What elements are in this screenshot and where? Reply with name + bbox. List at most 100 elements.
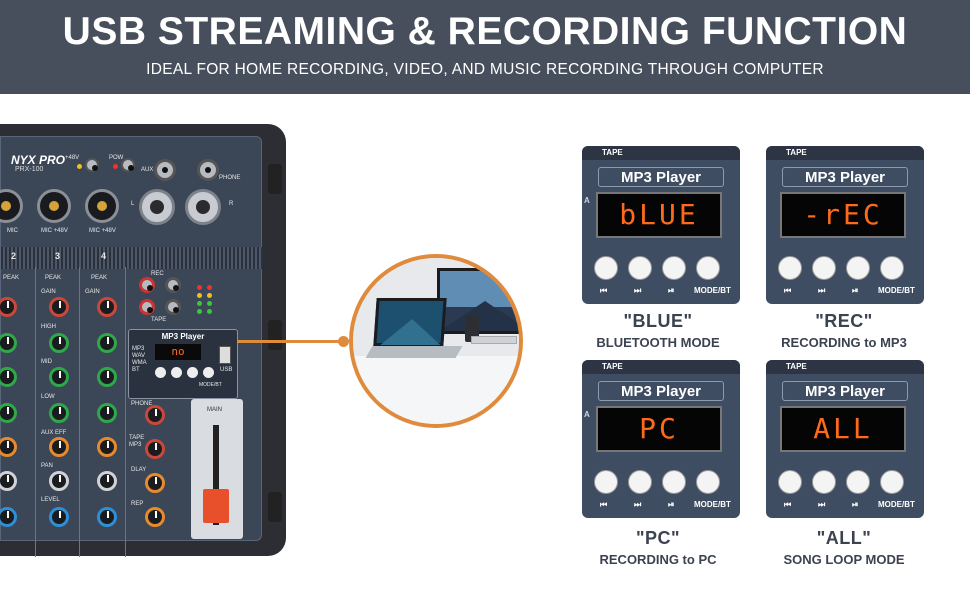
play-pause-button[interactable] bbox=[846, 470, 870, 494]
eq-low-knob[interactable] bbox=[49, 403, 69, 423]
dlay-label: DLAY bbox=[131, 467, 147, 473]
mic48-label-4: MIC +48V bbox=[89, 228, 116, 234]
next-button[interactable] bbox=[628, 256, 652, 280]
prev-button[interactable] bbox=[778, 256, 802, 280]
gain-knob[interactable] bbox=[0, 297, 17, 317]
tape-jack-right[interactable] bbox=[165, 299, 181, 315]
next-icon: ⏭ bbox=[634, 500, 642, 509]
module-tape-label: TAPE bbox=[602, 362, 623, 371]
eq-low-knob[interactable] bbox=[0, 403, 17, 423]
rep-label: REP bbox=[131, 501, 144, 507]
eq-mid-knob[interactable] bbox=[49, 367, 69, 387]
mode-bt-button[interactable] bbox=[880, 470, 904, 494]
module-display-text: bLUE bbox=[619, 198, 699, 231]
pan-knob[interactable] bbox=[0, 471, 17, 491]
mixer-next-button[interactable] bbox=[171, 367, 182, 378]
connector-line bbox=[237, 340, 343, 343]
mixer-mp3-title: MP3 Player bbox=[161, 332, 205, 341]
rec-jack-left[interactable] bbox=[139, 277, 155, 293]
meter-led bbox=[197, 301, 202, 306]
channel-divider bbox=[125, 267, 126, 557]
mixer-brand: NYX PRO bbox=[11, 153, 66, 167]
gain-label: GAIN bbox=[85, 289, 100, 295]
ch1-combo-input[interactable] bbox=[0, 189, 23, 223]
keyboard-image bbox=[471, 336, 517, 344]
mixer-play-button[interactable] bbox=[187, 367, 198, 378]
mode-caption: "REC" bbox=[815, 311, 873, 331]
power-switch[interactable] bbox=[121, 158, 135, 172]
main-fader-handle[interactable] bbox=[203, 489, 229, 523]
rec-jack-right[interactable] bbox=[165, 277, 181, 293]
usb-port[interactable] bbox=[219, 346, 231, 364]
mode-description: RECORDING to PC bbox=[599, 552, 717, 567]
level-knob[interactable] bbox=[0, 507, 17, 527]
mixer-prev-button[interactable] bbox=[155, 367, 166, 378]
repeat-knob[interactable] bbox=[145, 507, 165, 527]
aux-eff-knob[interactable] bbox=[0, 437, 17, 457]
play-pause-button[interactable] bbox=[662, 256, 686, 280]
eq-high-knob[interactable] bbox=[49, 333, 69, 353]
next-button[interactable] bbox=[812, 256, 836, 280]
mode-description: RECORDING to MP3 bbox=[781, 335, 907, 350]
tape-jack-left[interactable] bbox=[139, 299, 155, 315]
gain-knob[interactable] bbox=[97, 297, 117, 317]
prev-button[interactable] bbox=[594, 256, 618, 280]
pan-knob[interactable] bbox=[49, 471, 69, 491]
eq-high-knob[interactable] bbox=[0, 333, 17, 353]
phantom-switch[interactable] bbox=[85, 158, 99, 172]
ch4-number: 4 bbox=[101, 251, 107, 261]
aux-eff-knob[interactable] bbox=[97, 437, 117, 457]
mixer-mode-button[interactable] bbox=[203, 367, 214, 378]
next-button[interactable] bbox=[812, 470, 836, 494]
mode-bt-label: MODE/BT bbox=[878, 500, 915, 509]
mode-bt-button[interactable] bbox=[880, 256, 904, 280]
module-tape-label: TAPE bbox=[602, 148, 623, 157]
ch2-number: 2 bbox=[11, 251, 17, 261]
main-r-label: R bbox=[229, 201, 234, 207]
prev-button[interactable] bbox=[778, 470, 802, 494]
meter-led bbox=[207, 301, 212, 306]
aux-eff-knob[interactable] bbox=[49, 437, 69, 457]
eq-mid-knob[interactable] bbox=[97, 367, 117, 387]
mode-bt-label: MODE/BT bbox=[694, 500, 731, 509]
mode-bt-label: MODE/BT bbox=[878, 286, 915, 295]
delay-knob[interactable] bbox=[145, 473, 165, 493]
mode-bt-button[interactable] bbox=[696, 470, 720, 494]
tape-level-knob[interactable] bbox=[145, 439, 165, 459]
eq-mid-knob[interactable] bbox=[0, 367, 17, 387]
next-button[interactable] bbox=[628, 470, 652, 494]
level-knob[interactable] bbox=[97, 507, 117, 527]
meter-led bbox=[207, 309, 212, 314]
mixer-mode-label: MODE/BT bbox=[199, 382, 222, 388]
power-led bbox=[113, 164, 118, 169]
eq-high-knob[interactable] bbox=[97, 333, 117, 353]
meter-led bbox=[197, 285, 202, 290]
play-pause-button[interactable] bbox=[662, 470, 686, 494]
phone-level-knob[interactable] bbox=[145, 405, 165, 425]
main-out-left[interactable] bbox=[139, 189, 175, 225]
main-fader-panel: MAIN bbox=[191, 399, 243, 539]
mode-bt-button[interactable] bbox=[696, 256, 720, 280]
pan-knob[interactable] bbox=[97, 471, 117, 491]
gain-knob[interactable] bbox=[49, 297, 69, 317]
header-banner: USB STREAMING & RECORDING FUNCTION IDEAL… bbox=[0, 0, 970, 94]
module-led-display: -rEC bbox=[780, 192, 906, 238]
ch3-combo-input[interactable] bbox=[37, 189, 71, 223]
mixer-mp3-display: no bbox=[155, 344, 201, 360]
module-title: MP3 Player bbox=[782, 167, 908, 187]
pow-label: POW bbox=[109, 155, 124, 161]
ch4-combo-input[interactable] bbox=[85, 189, 119, 223]
page-title: USB STREAMING & RECORDING FUNCTION bbox=[62, 10, 908, 53]
aux-jack[interactable] bbox=[154, 159, 176, 181]
module-title: MP3 Player bbox=[782, 381, 908, 401]
main-out-right[interactable] bbox=[185, 189, 221, 225]
prev-button[interactable] bbox=[594, 470, 618, 494]
next-icon: ⏭ bbox=[818, 286, 826, 295]
module-led-display: bLUE bbox=[596, 192, 722, 238]
level-knob[interactable] bbox=[49, 507, 69, 527]
eq-low-knob[interactable] bbox=[97, 403, 117, 423]
phone-jack[interactable] bbox=[197, 159, 219, 181]
play-pause-button[interactable] bbox=[846, 256, 870, 280]
desk-surface bbox=[353, 356, 519, 424]
